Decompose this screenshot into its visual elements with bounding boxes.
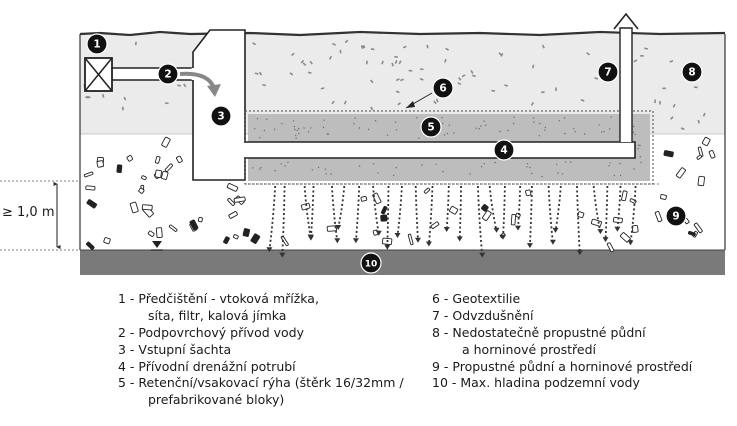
marker-4: 4 xyxy=(493,139,515,161)
legend-text: 7 - Odvzdušnění xyxy=(432,307,534,323)
svg-text:8: 8 xyxy=(688,67,695,79)
svg-text:6: 6 xyxy=(439,83,446,95)
infiltration-arrows xyxy=(266,185,637,258)
legend-left: 1 - Předčištění - vtoková mřížka,síta, f… xyxy=(118,291,404,409)
svg-text:5: 5 xyxy=(427,122,434,134)
infiltration-diagram: 1 2 3 4 5 6 7 8 9 10 xyxy=(0,12,726,275)
number-markers: 1 2 3 4 5 6 7 8 9 10 xyxy=(86,33,703,274)
legend-item-2: 2 - Podpovrchový přívod vody xyxy=(118,325,404,342)
svg-text:10: 10 xyxy=(365,260,378,270)
legend-text-continued: síta, filtr, kalová jímka xyxy=(148,307,287,323)
legend-item-3: 3 - Vstupní šachta xyxy=(118,342,404,359)
dimension-label: ≥ 1,0 m xyxy=(2,205,55,220)
drainage-pipe xyxy=(245,141,636,159)
legend-text: 9 - Propustné půdní a horninové prostřed… xyxy=(432,358,693,374)
vent-pipe xyxy=(619,27,633,142)
svg-text:3: 3 xyxy=(217,111,224,123)
legend-text: 1 - Předčištění - vtoková mřížka, xyxy=(118,291,319,306)
legend-item-5: 5 - Retenční/vsakovací rýha (štěrk 16/32… xyxy=(118,375,404,409)
legend-text: 4 - Přívodní drenážní potrubí xyxy=(118,358,296,374)
water-level-icon xyxy=(151,241,163,251)
legend-text-continued: prefabrikované bloky) xyxy=(148,392,285,408)
legend-item-10: 10 - Max. hladina podzemní vody xyxy=(432,375,692,392)
legend-text: 10 - Max. hladina podzemní vody xyxy=(432,375,640,391)
marker-10: 10 xyxy=(360,252,382,274)
legend-text-continued: a horninové prostředí xyxy=(462,341,596,357)
marker-3: 3 xyxy=(210,105,232,127)
marker-1: 1 xyxy=(86,33,108,55)
marker-5: 5 xyxy=(420,116,442,138)
legend-text: 5 - Retenční/vsakovací rýha (štěrk 16/32… xyxy=(118,375,404,391)
legend-item-6: 6 - Geotextilie xyxy=(432,291,692,308)
legend-item-4: 4 - Přívodní drenážní potrubí xyxy=(118,359,404,376)
legend-text: 3 - Vstupní šachta xyxy=(118,341,232,357)
vent-arrow-icon xyxy=(613,12,639,30)
legend-text: 8 - Nedostatečně propustné půdní xyxy=(432,324,646,340)
svg-text:7: 7 xyxy=(604,67,611,79)
svg-text:1: 1 xyxy=(93,39,100,51)
marker-9: 9 xyxy=(665,205,687,227)
ground-surface xyxy=(79,30,726,37)
legend-text: 6 - Geotextilie xyxy=(432,291,521,306)
svg-text:4: 4 xyxy=(500,145,507,157)
inlet-shaft xyxy=(192,29,246,181)
marker-8: 8 xyxy=(681,61,703,83)
legend-item-9: 9 - Propustné půdní a horninové prostřed… xyxy=(432,359,692,376)
legend-text: 2 - Podpovrchový přívod vody xyxy=(118,324,305,340)
marker-7: 7 xyxy=(597,61,619,83)
groundwater-layer xyxy=(80,250,725,275)
marker-2: 2 xyxy=(157,63,179,85)
legend-item-1: 1 - Předčištění - vtoková mřížka,síta, f… xyxy=(118,291,404,325)
marker-6: 6 xyxy=(432,77,454,99)
svg-text:2: 2 xyxy=(164,69,171,81)
svg-text:9: 9 xyxy=(672,211,679,223)
legend-item-7: 7 - Odvzdušnění xyxy=(432,308,692,325)
